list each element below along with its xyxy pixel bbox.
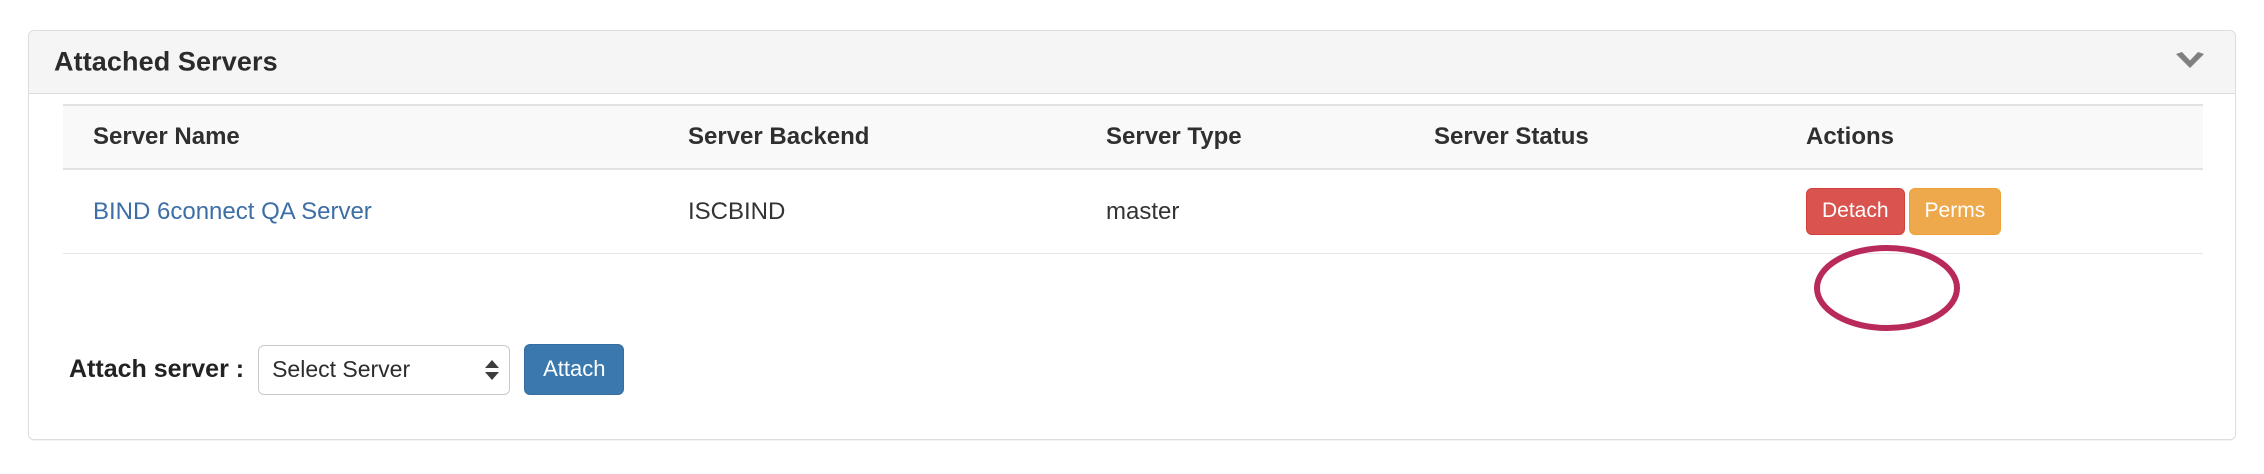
chevron-up-icon	[485, 359, 500, 368]
attached-servers-panel: Attached Servers Server Name Server Back…	[28, 30, 2236, 440]
select-stepper-icon	[485, 359, 500, 380]
action-button-group: Detach Perms	[1806, 188, 2002, 235]
chevron-down-small-icon	[485, 371, 500, 380]
cell-server-backend: ISCBIND	[688, 169, 1106, 254]
panel-body: Server Name Server Backend Server Type S…	[29, 94, 2235, 439]
cell-actions: Detach Perms	[1806, 169, 2203, 254]
server-name-link[interactable]: BIND 6connect QA Server	[93, 197, 372, 225]
attach-server-row: Attach server : Select Server Attach	[69, 344, 625, 395]
detach-button[interactable]: Detach	[1806, 188, 1905, 235]
column-header-server-type: Server Type	[1106, 123, 1242, 150]
table-body: BIND 6connect QA Server ISCBIND master D…	[63, 169, 2203, 254]
cell-server-type: master	[1106, 169, 1434, 254]
table-header: Server Name Server Backend Server Type S…	[63, 105, 2203, 169]
table-row: BIND 6connect QA Server ISCBIND master D…	[63, 169, 2203, 254]
server-select-value: Select Server	[272, 356, 411, 382]
table-header-row: Server Name Server Backend Server Type S…	[63, 105, 2203, 169]
server-select[interactable]: Select Server	[258, 344, 511, 395]
panel-collapse-toggle[interactable]	[2167, 44, 2213, 80]
chevron-down-icon	[2173, 51, 2207, 73]
column-header-server-status: Server Status	[1434, 123, 1589, 150]
attach-button[interactable]: Attach	[524, 344, 625, 395]
cell-server-name: BIND 6connect QA Server	[63, 169, 688, 254]
attached-servers-table: Server Name Server Backend Server Type S…	[63, 104, 2203, 254]
attach-server-label: Attach server :	[69, 355, 245, 383]
attach-button-wrap: Attach	[524, 344, 625, 395]
perms-button[interactable]: Perms	[1908, 188, 2002, 235]
page-title: Attached Servers	[54, 46, 278, 77]
column-header-server-backend: Server Backend	[688, 123, 870, 150]
column-header-server-name: Server Name	[93, 123, 240, 150]
panel-heading: Attached Servers	[29, 31, 2235, 94]
column-header-actions: Actions	[1806, 123, 1895, 150]
cell-server-status	[1434, 169, 1806, 254]
